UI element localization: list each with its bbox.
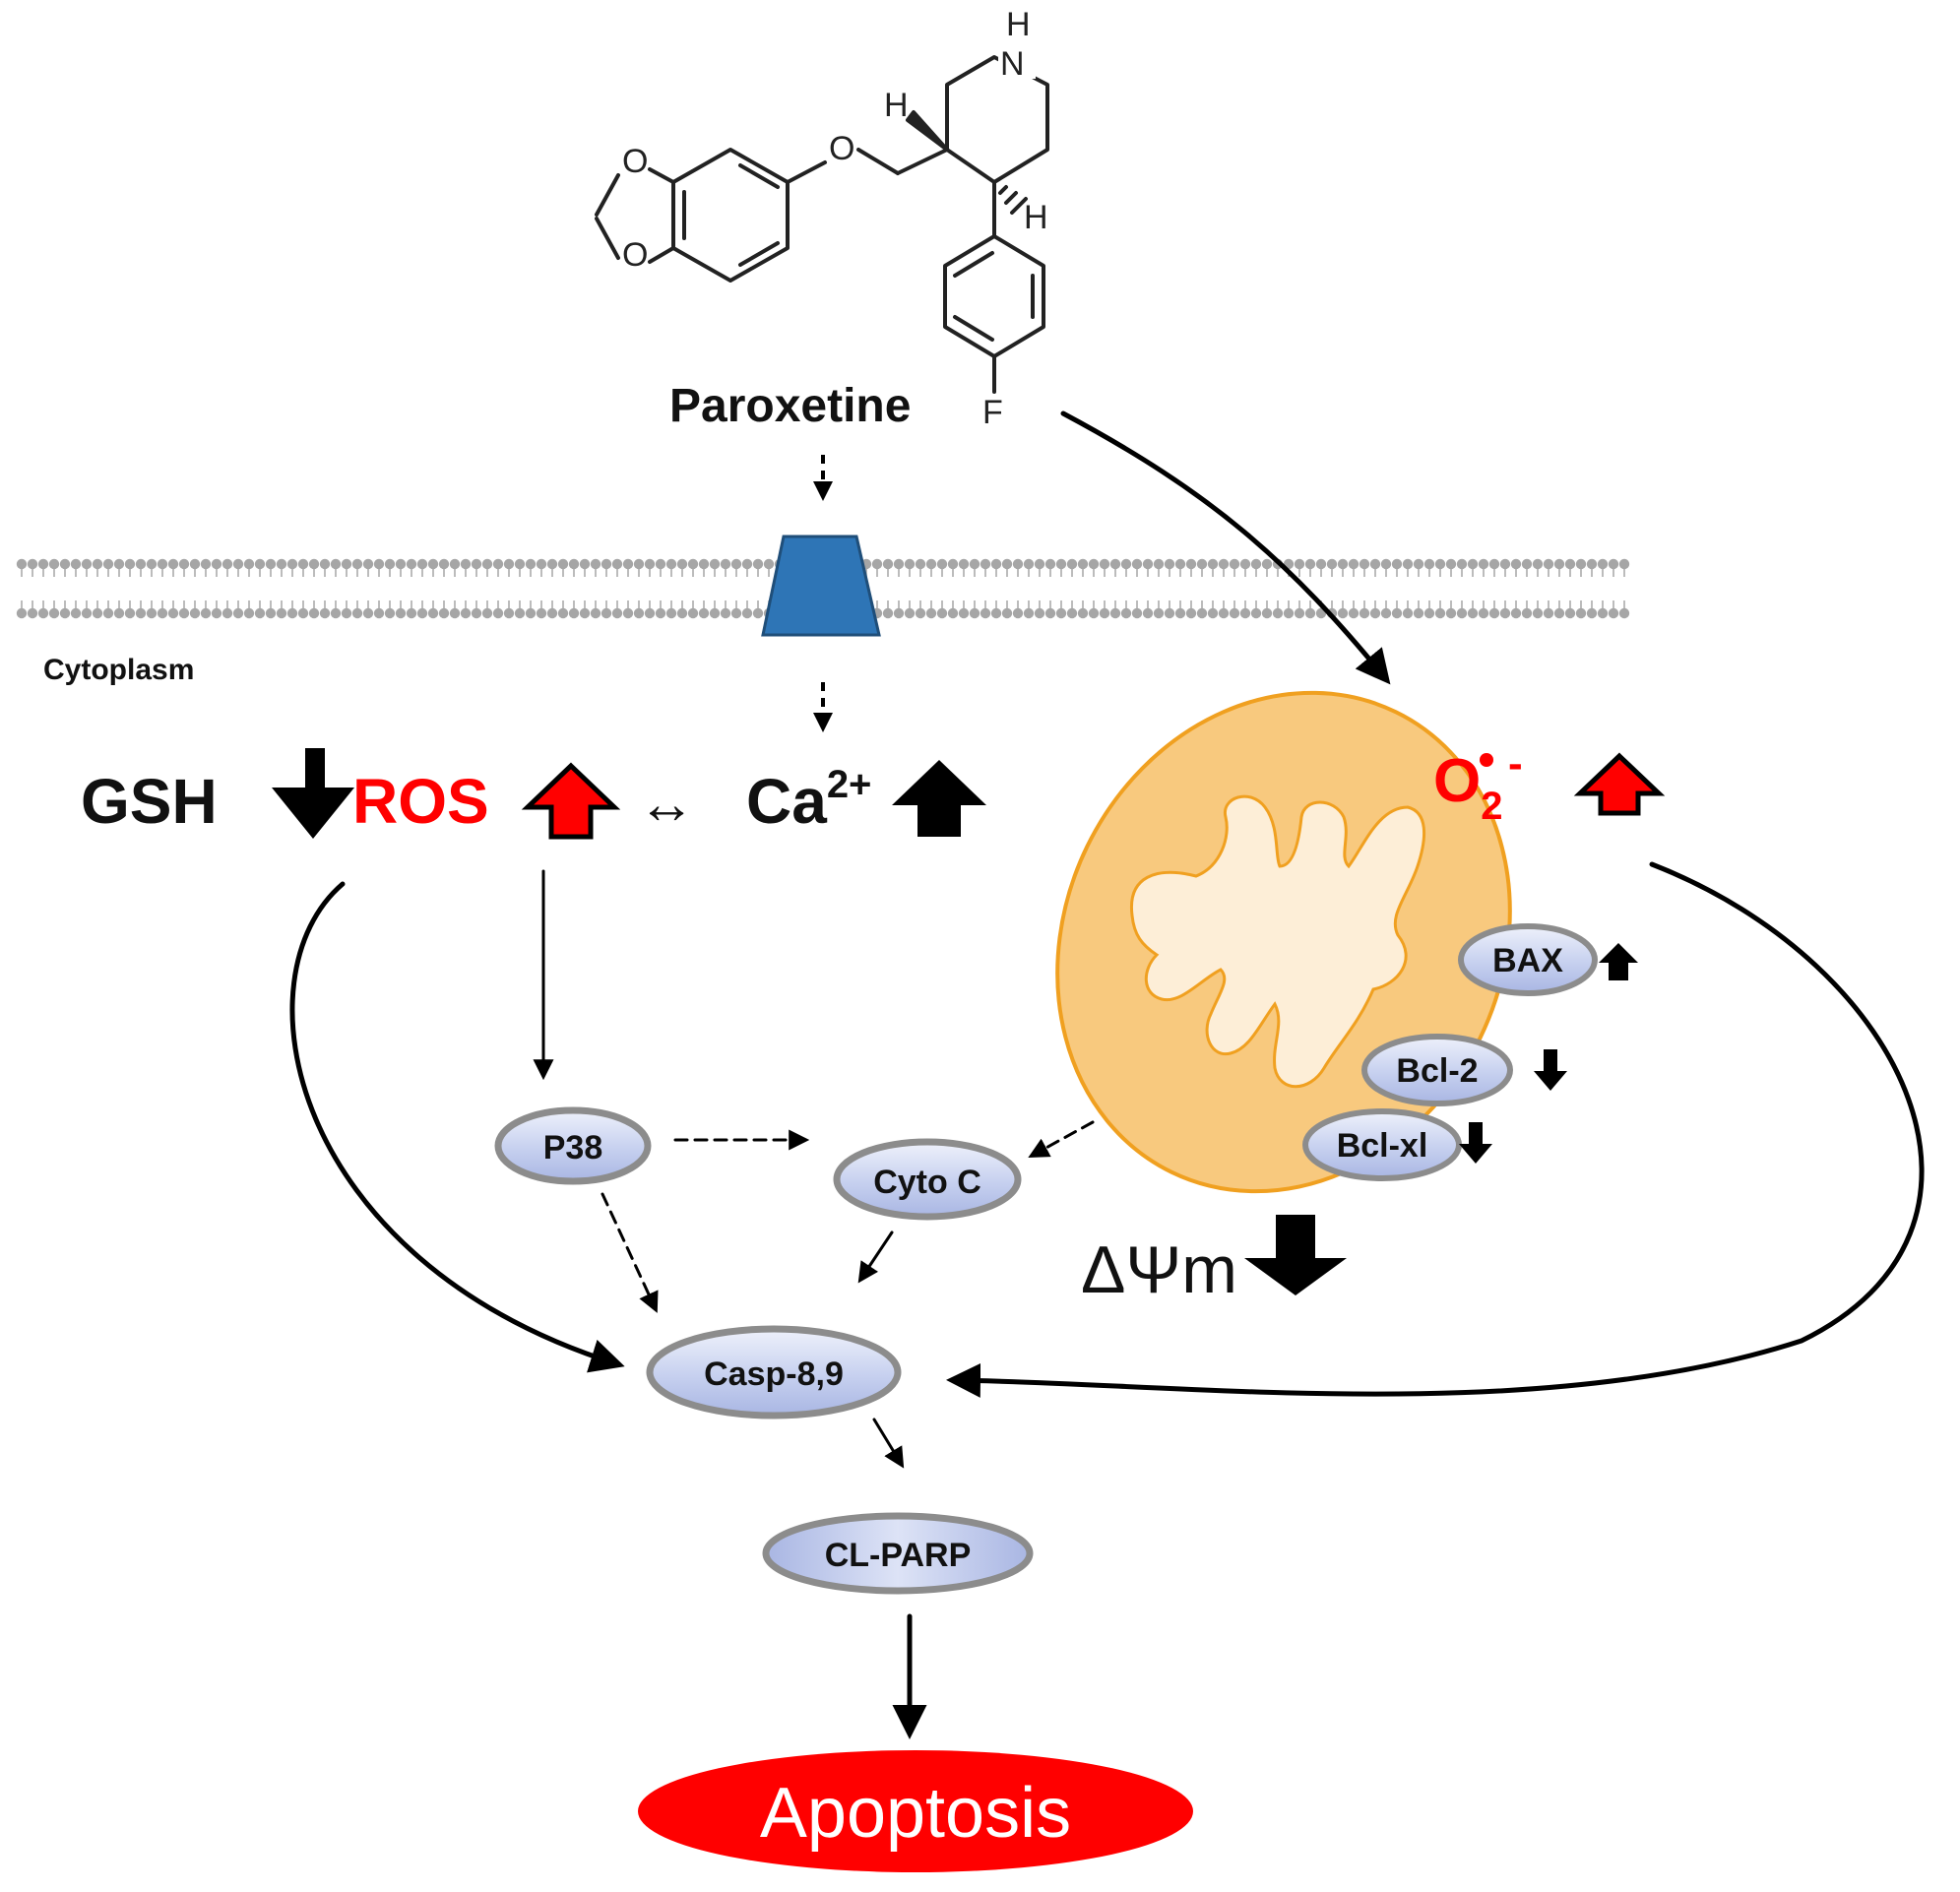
atom-h-right: H bbox=[1024, 199, 1048, 236]
atom-f: F bbox=[982, 394, 1003, 431]
drug-name: Paroxetine bbox=[669, 380, 911, 432]
gsh-down-arrow bbox=[272, 748, 354, 839]
bidirectional-arrow: ↔ bbox=[638, 772, 695, 836]
casp-node: Casp-8,9 bbox=[646, 1325, 902, 1419]
p38-node: P38 bbox=[494, 1106, 652, 1185]
gsh-label: GSH bbox=[81, 766, 218, 837]
mmp-label: ΔΨm bbox=[1081, 1232, 1237, 1307]
benzodioxole-ring bbox=[671, 148, 790, 283]
atom-o-top: O bbox=[622, 143, 648, 180]
bclxl-down-arrow bbox=[1459, 1122, 1492, 1164]
fluorophenyl-ring bbox=[943, 234, 1045, 358]
atom-h-left: H bbox=[884, 87, 909, 124]
atom-n: N bbox=[1000, 45, 1025, 83]
svg-text:Bcl-2: Bcl-2 bbox=[1396, 1052, 1478, 1090]
atom-o-ether: O bbox=[829, 130, 854, 167]
membrane-channel bbox=[761, 535, 881, 637]
arrow-p38-to-casp bbox=[601, 1192, 659, 1313]
superoxide-base: O bbox=[1433, 747, 1481, 815]
svg-text:Casp-8,9: Casp-8,9 bbox=[704, 1356, 844, 1393]
superoxide-label: O2 bbox=[1433, 747, 1502, 828]
atom-labels: N H O O O H H F bbox=[622, 6, 1048, 431]
svg-text:CL-PARP: CL-PARP bbox=[825, 1537, 972, 1574]
svg-text:Cyto C: Cyto C bbox=[873, 1164, 981, 1201]
svg-text:BAX: BAX bbox=[1492, 942, 1563, 979]
arrow-casp-to-clparp bbox=[872, 1418, 905, 1469]
arrow-mito-to-cytoc bbox=[1028, 1120, 1095, 1159]
calcium-base: Ca bbox=[746, 766, 827, 837]
svg-text:P38: P38 bbox=[543, 1129, 603, 1167]
clparp-node: CL-PARP bbox=[762, 1512, 1034, 1595]
superoxide-up-arrow bbox=[1573, 752, 1666, 816]
arrow-cytoc-to-casp bbox=[857, 1230, 894, 1284]
svg-text:Bcl-xl: Bcl-xl bbox=[1337, 1127, 1428, 1165]
superoxide-radical-dot bbox=[1480, 753, 1493, 767]
cytoc-node: Cyto C bbox=[833, 1138, 1022, 1221]
paroxetine-structure bbox=[595, 55, 1049, 394]
bcl2-down-arrow bbox=[1534, 1049, 1567, 1091]
calcium-up-arrow bbox=[892, 760, 986, 837]
superoxide-subscript: 2 bbox=[1481, 785, 1502, 828]
cytoplasm-label: Cytoplasm bbox=[43, 654, 194, 686]
svg-text:Apoptosis: Apoptosis bbox=[760, 1774, 1071, 1853]
mitochondrial-cristae bbox=[1129, 794, 1426, 1089]
arrow-superoxide-to-casp bbox=[946, 861, 1925, 1398]
atom-nh-h: H bbox=[1006, 6, 1031, 43]
arrow-gsh-to-casp bbox=[289, 881, 625, 1373]
apoptosis-node: Apoptosis bbox=[638, 1750, 1193, 1872]
ros-label: ROS bbox=[352, 766, 489, 837]
atom-o-bottom: O bbox=[622, 236, 648, 274]
bax-up-arrow bbox=[1599, 943, 1638, 980]
mmp-down-arrow bbox=[1244, 1215, 1347, 1295]
bclxl-node: Bcl-xl bbox=[1302, 1108, 1462, 1181]
ros-up-arrow bbox=[521, 762, 621, 840]
bcl2-node: Bcl-2 bbox=[1361, 1034, 1513, 1106]
arrow-paroxetine-to-mitochondrion bbox=[1060, 410, 1391, 685]
calcium-charge: 2+ bbox=[827, 763, 872, 806]
calcium-label: Ca2+ bbox=[746, 763, 871, 837]
superoxide-minus: - bbox=[1508, 739, 1523, 788]
bax-node: BAX bbox=[1458, 923, 1598, 996]
